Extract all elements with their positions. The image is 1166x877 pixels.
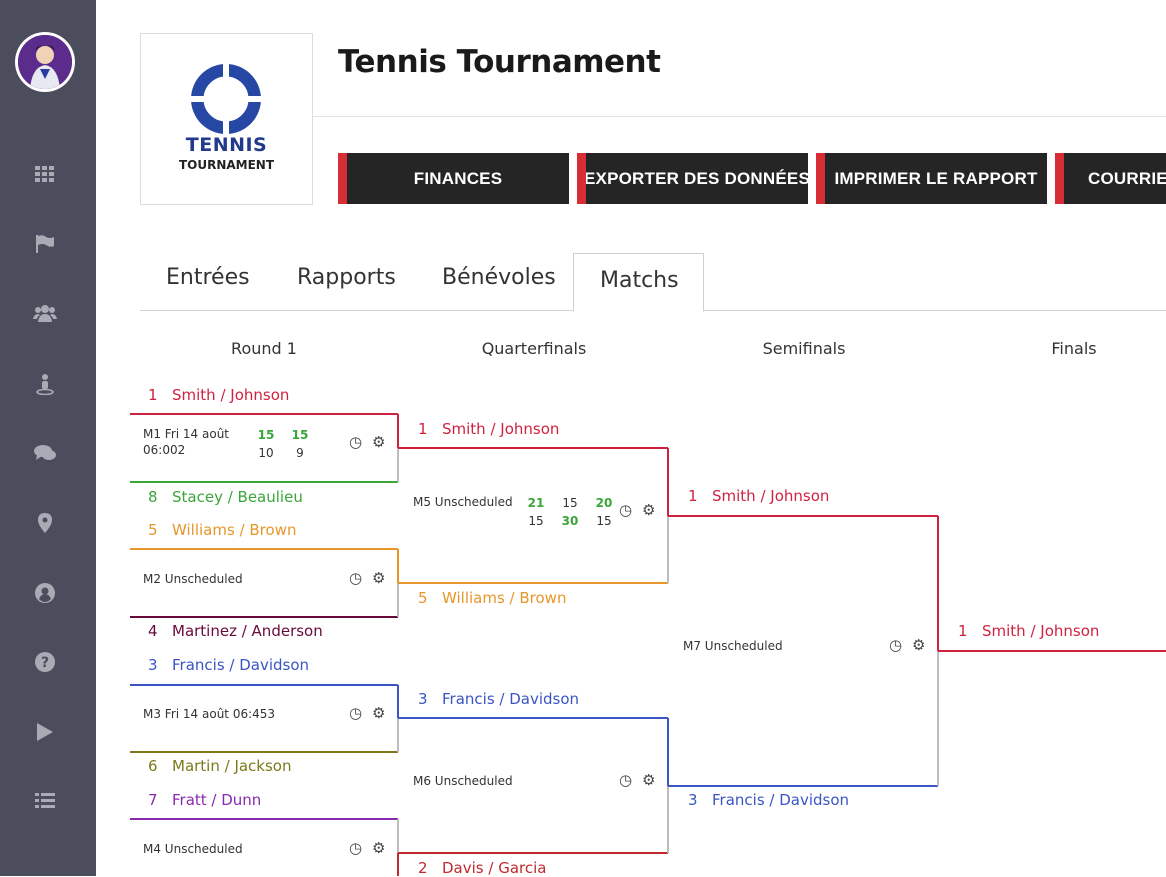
match-m1-date: M1 Fri 14 août <box>143 427 230 441</box>
m1-gear-icon[interactable]: ⚙ <box>372 433 386 451</box>
m2-clock-icon[interactable]: ◷ <box>349 569 363 587</box>
match-m4-info[interactable]: M4 Unscheduled <box>143 842 243 856</box>
m1-score-top-2: 15 <box>291 428 309 442</box>
round-header-round1: Round 1 <box>231 339 297 358</box>
round-header-semifinals: Semifinals <box>762 339 846 358</box>
m5-gear-icon[interactable]: ⚙ <box>642 501 656 519</box>
avatar[interactable] <box>15 32 75 92</box>
tab-matches[interactable]: Matchs <box>600 268 679 293</box>
match-m1-info[interactable]: M1 Fri 14 août 06:002 <box>143 426 229 458</box>
match-m1-time: 06:002 <box>143 443 186 457</box>
match-m2-info[interactable]: M2 Unscheduled <box>143 572 243 586</box>
m5-score-top-2: 15 <box>562 496 578 510</box>
match-m6-info[interactable]: M6 Unscheduled <box>413 774 513 788</box>
grid-icon[interactable] <box>30 161 60 187</box>
help-icon[interactable]: ? <box>30 649 60 675</box>
round-header-finals: Finals <box>1051 339 1097 358</box>
tab-volunteers[interactable]: Bénévoles <box>442 265 556 290</box>
m1-score-bottom-2: 9 <box>296 446 304 460</box>
tab-entries[interactable]: Entrées <box>166 265 250 290</box>
m5-score-bottom-3: 15 <box>596 514 612 528</box>
m5-clock-icon[interactable]: ◷ <box>619 501 633 519</box>
m1-clock-icon[interactable]: ◷ <box>349 433 363 451</box>
play-icon[interactable] <box>30 719 60 745</box>
logo-line2: TOURNAMENT <box>178 158 275 172</box>
m2-gear-icon[interactable]: ⚙ <box>372 569 386 587</box>
finances-button[interactable]: FINANCES <box>338 153 569 204</box>
map-person-icon[interactable] <box>30 371 60 397</box>
m6-clock-icon[interactable]: ◷ <box>619 771 633 789</box>
page-title: Tennis Tournament <box>338 44 661 80</box>
m4-gear-icon[interactable]: ⚙ <box>372 839 386 857</box>
export-data-button[interactable]: EXPORTER DES DONNÉES <box>577 153 808 204</box>
tab-reports[interactable]: Rapports <box>297 265 396 290</box>
chat-icon[interactable] <box>30 440 60 466</box>
tennis-logo-icon <box>189 62 263 136</box>
round-header-quarterfinals: Quarterfinals <box>481 339 587 358</box>
m5-score-top-3: 20 <box>595 496 613 510</box>
sidebar: ? <box>0 0 96 876</box>
list-icon[interactable] <box>30 788 60 814</box>
m6-gear-icon[interactable]: ⚙ <box>642 771 656 789</box>
map-pin-icon[interactable] <box>30 510 60 536</box>
flag-icon[interactable] <box>30 231 60 257</box>
users-icon[interactable] <box>30 300 60 326</box>
m7-clock-icon[interactable]: ◷ <box>889 636 903 654</box>
m3-clock-icon[interactable]: ◷ <box>349 704 363 722</box>
match-m5-info[interactable]: M5 Unscheduled <box>413 495 513 509</box>
m5-score-top-1: 21 <box>527 496 545 510</box>
match-m7-info[interactable]: M7 Unscheduled <box>683 639 783 653</box>
tournament-logo: TENNIS TOURNAMENT <box>140 33 313 205</box>
logo-line1: TENNIS <box>185 134 268 156</box>
email-button[interactable]: COURRIEL <box>1055 153 1166 204</box>
m3-gear-icon[interactable]: ⚙ <box>372 704 386 722</box>
tab-active-frame <box>573 253 704 312</box>
m5-score-bottom-2: 30 <box>561 514 579 528</box>
m7-gear-icon[interactable]: ⚙ <box>912 636 926 654</box>
avatar-image <box>18 35 72 89</box>
print-report-button[interactable]: IMPRIMER LE RAPPORT <box>816 153 1047 204</box>
m4-clock-icon[interactable]: ◷ <box>349 839 363 857</box>
m1-score-top-1: 15 <box>257 428 275 442</box>
header-divider <box>313 116 1166 117</box>
m5-score-bottom-1: 15 <box>528 514 544 528</box>
m1-score-bottom-1: 10 <box>258 446 274 460</box>
user-circle-icon[interactable] <box>30 580 60 606</box>
match-m3-info[interactable]: M3 Fri 14 août 06:453 <box>143 707 276 721</box>
svg-text:?: ? <box>41 655 49 671</box>
